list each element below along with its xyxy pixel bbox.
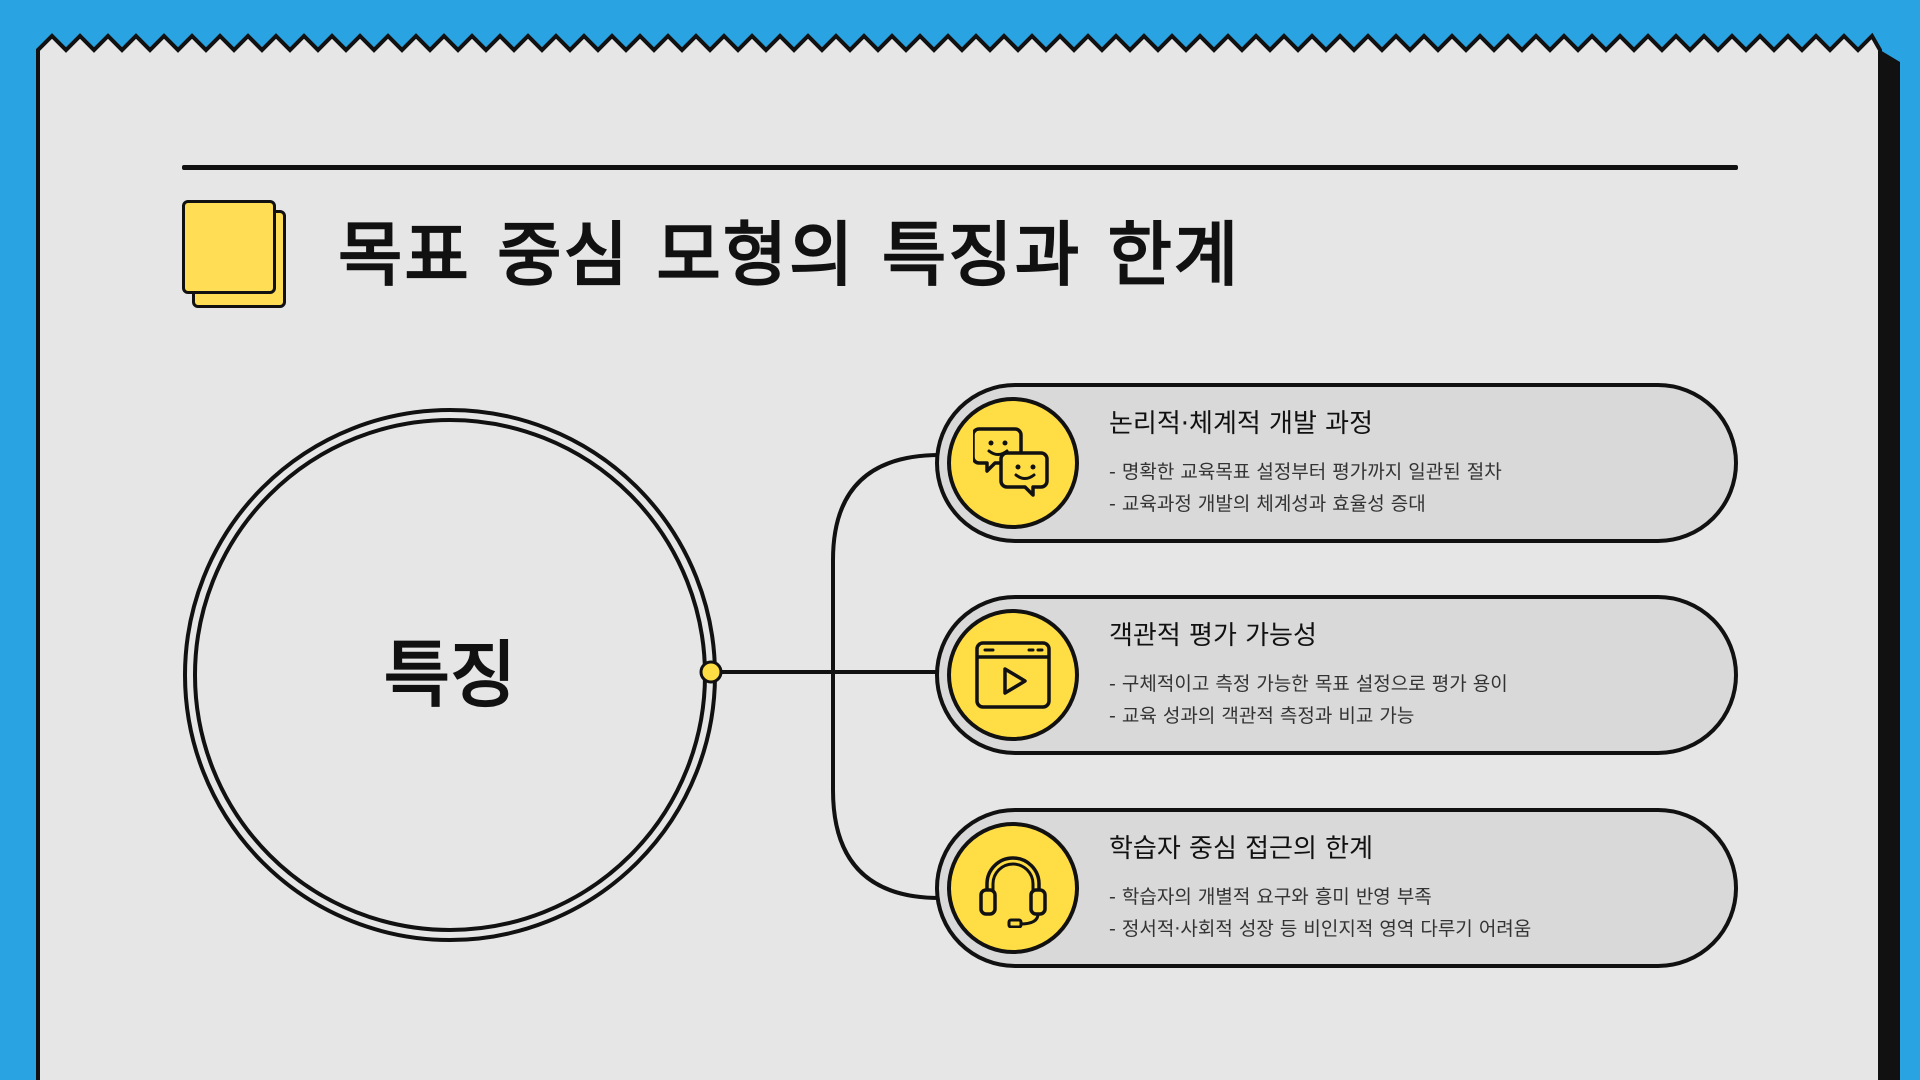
branch-top [831, 453, 941, 672]
feature-bullet-3-2: - 정서적·사회적 성장 등 비인지적 영역 다루기 어려움 [1109, 918, 1532, 940]
feature-heading-3: 학습자 중심 접근의 한계 [1109, 834, 1373, 864]
feature-icon-badge-1 [947, 397, 1079, 529]
feature-card-2: 객관적 평가 가능성 - 구체적이고 측정 가능한 목표 설정으로 평가 용이 … [935, 595, 1738, 755]
title-rule [182, 165, 1738, 170]
feature-bullet-3-1: - 학습자의 개별적 요구와 흥미 반영 부족 [1109, 886, 1432, 908]
feature-card-3: 학습자 중심 접근의 한계 - 학습자의 개별적 요구와 흥미 반영 부족 - … [935, 808, 1738, 968]
hub-label: 특징 [383, 633, 517, 717]
title-square-icon [182, 200, 288, 308]
connector-dot [699, 660, 723, 684]
feature-heading-1: 논리적·체계적 개발 과정 [1109, 409, 1373, 439]
feature-bullet-2-1: - 구체적이고 측정 가능한 목표 설정으로 평가 용이 [1109, 673, 1508, 695]
page-title: 목표 중심 모형의 특징과 한계 [338, 214, 1241, 296]
video-player-icon [975, 641, 1051, 709]
feature-bullet-2-2: - 교육 성과의 객관적 측정과 비교 가능 [1109, 705, 1415, 727]
branch-bottom [831, 672, 941, 900]
feature-icon-badge-3 [947, 822, 1079, 954]
feature-bullet-1-2: - 교육과정 개발의 체계성과 효율성 증대 [1109, 493, 1426, 515]
headset-icon [979, 856, 1047, 928]
feature-bullet-1-1: - 명확한 교육목표 설정부터 평가까지 일관된 절차 [1109, 461, 1502, 483]
feature-icon-badge-2 [947, 609, 1079, 741]
feature-heading-2: 객관적 평가 가능성 [1109, 621, 1317, 651]
feature-card-1: 논리적·체계적 개발 과정 - 명확한 교육목표 설정부터 평가까지 일관된 절… [935, 383, 1738, 543]
chat-faces-icon [973, 427, 1049, 497]
